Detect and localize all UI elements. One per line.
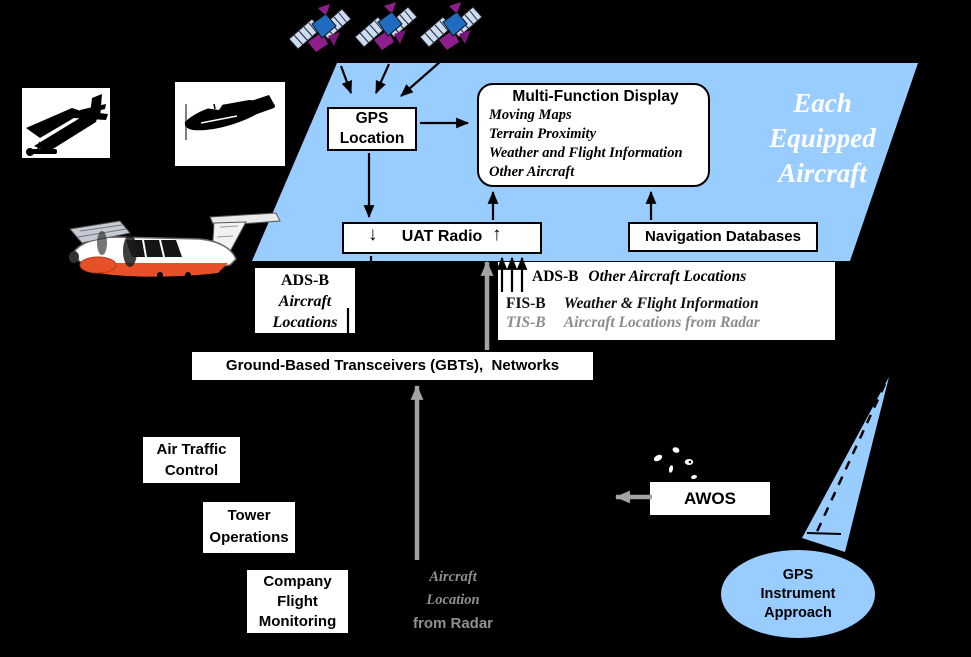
mfd-item: Moving Maps bbox=[489, 107, 572, 123]
navigation-databases-box: Navigation Databases bbox=[628, 222, 818, 252]
radar-source-line: Location bbox=[426, 592, 480, 608]
legend-abbr: FIS-B bbox=[506, 295, 546, 312]
facility-line: Control bbox=[164, 462, 219, 479]
small-aircraft-silhouette-art bbox=[22, 88, 110, 158]
twin-engine-aircraft-art bbox=[69, 212, 281, 278]
legend-desc: Other Aircraft Locations bbox=[588, 268, 747, 285]
approach-path-dashed-line bbox=[813, 383, 887, 537]
facility-line: Air Traffic bbox=[156, 441, 227, 458]
legend-desc: Aircraft Locations from Radar bbox=[563, 314, 760, 331]
adsb-label-line: ADS-B bbox=[280, 272, 329, 289]
facility-line: Monitoring bbox=[258, 613, 337, 630]
gps-approach-ellipse bbox=[721, 550, 875, 638]
uat-radio-box: ↓ UAT Radio ↑ bbox=[342, 222, 542, 254]
adsb-label-line: Aircraft bbox=[278, 293, 332, 310]
facility-line: Flight bbox=[277, 593, 318, 610]
uat-up-arrow-icon: ↑ bbox=[492, 224, 502, 245]
gps-location-line: Location bbox=[339, 130, 405, 147]
gps-location-box: GPS Location bbox=[327, 107, 417, 151]
zone-title: Each Equipped Aircraft bbox=[735, 86, 910, 191]
gbt-box: Ground-Based Transceivers (GBTs), Networ… bbox=[192, 352, 593, 380]
weather-symbol-icon bbox=[653, 447, 697, 480]
gps-approach-line: GPS bbox=[782, 567, 814, 583]
zone-title-line: Equipped bbox=[769, 123, 876, 153]
legend-row-adsb: ADS-B Other Aircraft Locations bbox=[532, 268, 835, 286]
mfd-item: Terrain Proximity bbox=[489, 126, 597, 142]
mfd-title: Multi-Function Display bbox=[512, 88, 679, 105]
gps-location-line: GPS bbox=[355, 110, 389, 127]
legend-row-tisb: TIS-B Aircraft Locations from Radar bbox=[506, 314, 835, 332]
jet-aircraft-silhouette-art bbox=[175, 82, 285, 166]
air-traffic-control-box: Air Traffic Control bbox=[143, 437, 240, 483]
uat-down-arrow-icon: ↓ bbox=[368, 224, 378, 245]
zone-title-line: Each bbox=[793, 88, 852, 118]
mfd-item: Weather and Flight Information bbox=[489, 145, 683, 161]
facility-line: Tower bbox=[227, 507, 271, 524]
datalink-legend: ADS-B Other Aircraft Locations FIS-B Wea… bbox=[498, 262, 835, 340]
facility-line: Operations bbox=[209, 529, 289, 546]
company-flight-monitoring-box: Company Flight Monitoring bbox=[247, 570, 348, 633]
uat-radio-label: UAT Radio bbox=[401, 228, 483, 245]
gps-approach-line: Approach bbox=[764, 605, 832, 621]
legend-row-fisb: FIS-B Weather & Flight Information bbox=[506, 295, 835, 313]
gps-approach-line: Instrument bbox=[760, 586, 836, 602]
adsb-label-line: Locations bbox=[272, 314, 338, 331]
satellite-icon bbox=[354, 1, 418, 51]
satellite-icon bbox=[288, 3, 352, 53]
zone-title-line: Aircraft bbox=[778, 158, 867, 188]
radar-source-label: Aircraft Location from Radar bbox=[398, 566, 508, 635]
facility-line: Company bbox=[263, 573, 332, 590]
radar-source-line: Aircraft bbox=[429, 569, 477, 585]
adsb-aircraft-locations-label: ADS-B Aircraft Locations bbox=[255, 268, 355, 333]
runway-threshold-line bbox=[806, 532, 842, 535]
legend-desc: Weather & Flight Information bbox=[563, 295, 759, 312]
tower-operations-box: Tower Operations bbox=[203, 502, 295, 553]
mfd-item: Other Aircraft bbox=[489, 164, 575, 180]
awos-box: AWOS bbox=[650, 482, 770, 515]
legend-abbr: TIS-B bbox=[506, 314, 546, 331]
radar-source-line: from Radar bbox=[412, 615, 494, 632]
mfd-box: Multi-Function Display Moving Maps Terra… bbox=[477, 83, 710, 187]
satellite-icon bbox=[419, 1, 483, 51]
gps-approach-label: GPS Instrument Approach bbox=[723, 566, 873, 623]
legend-abbr: ADS-B bbox=[532, 268, 579, 285]
